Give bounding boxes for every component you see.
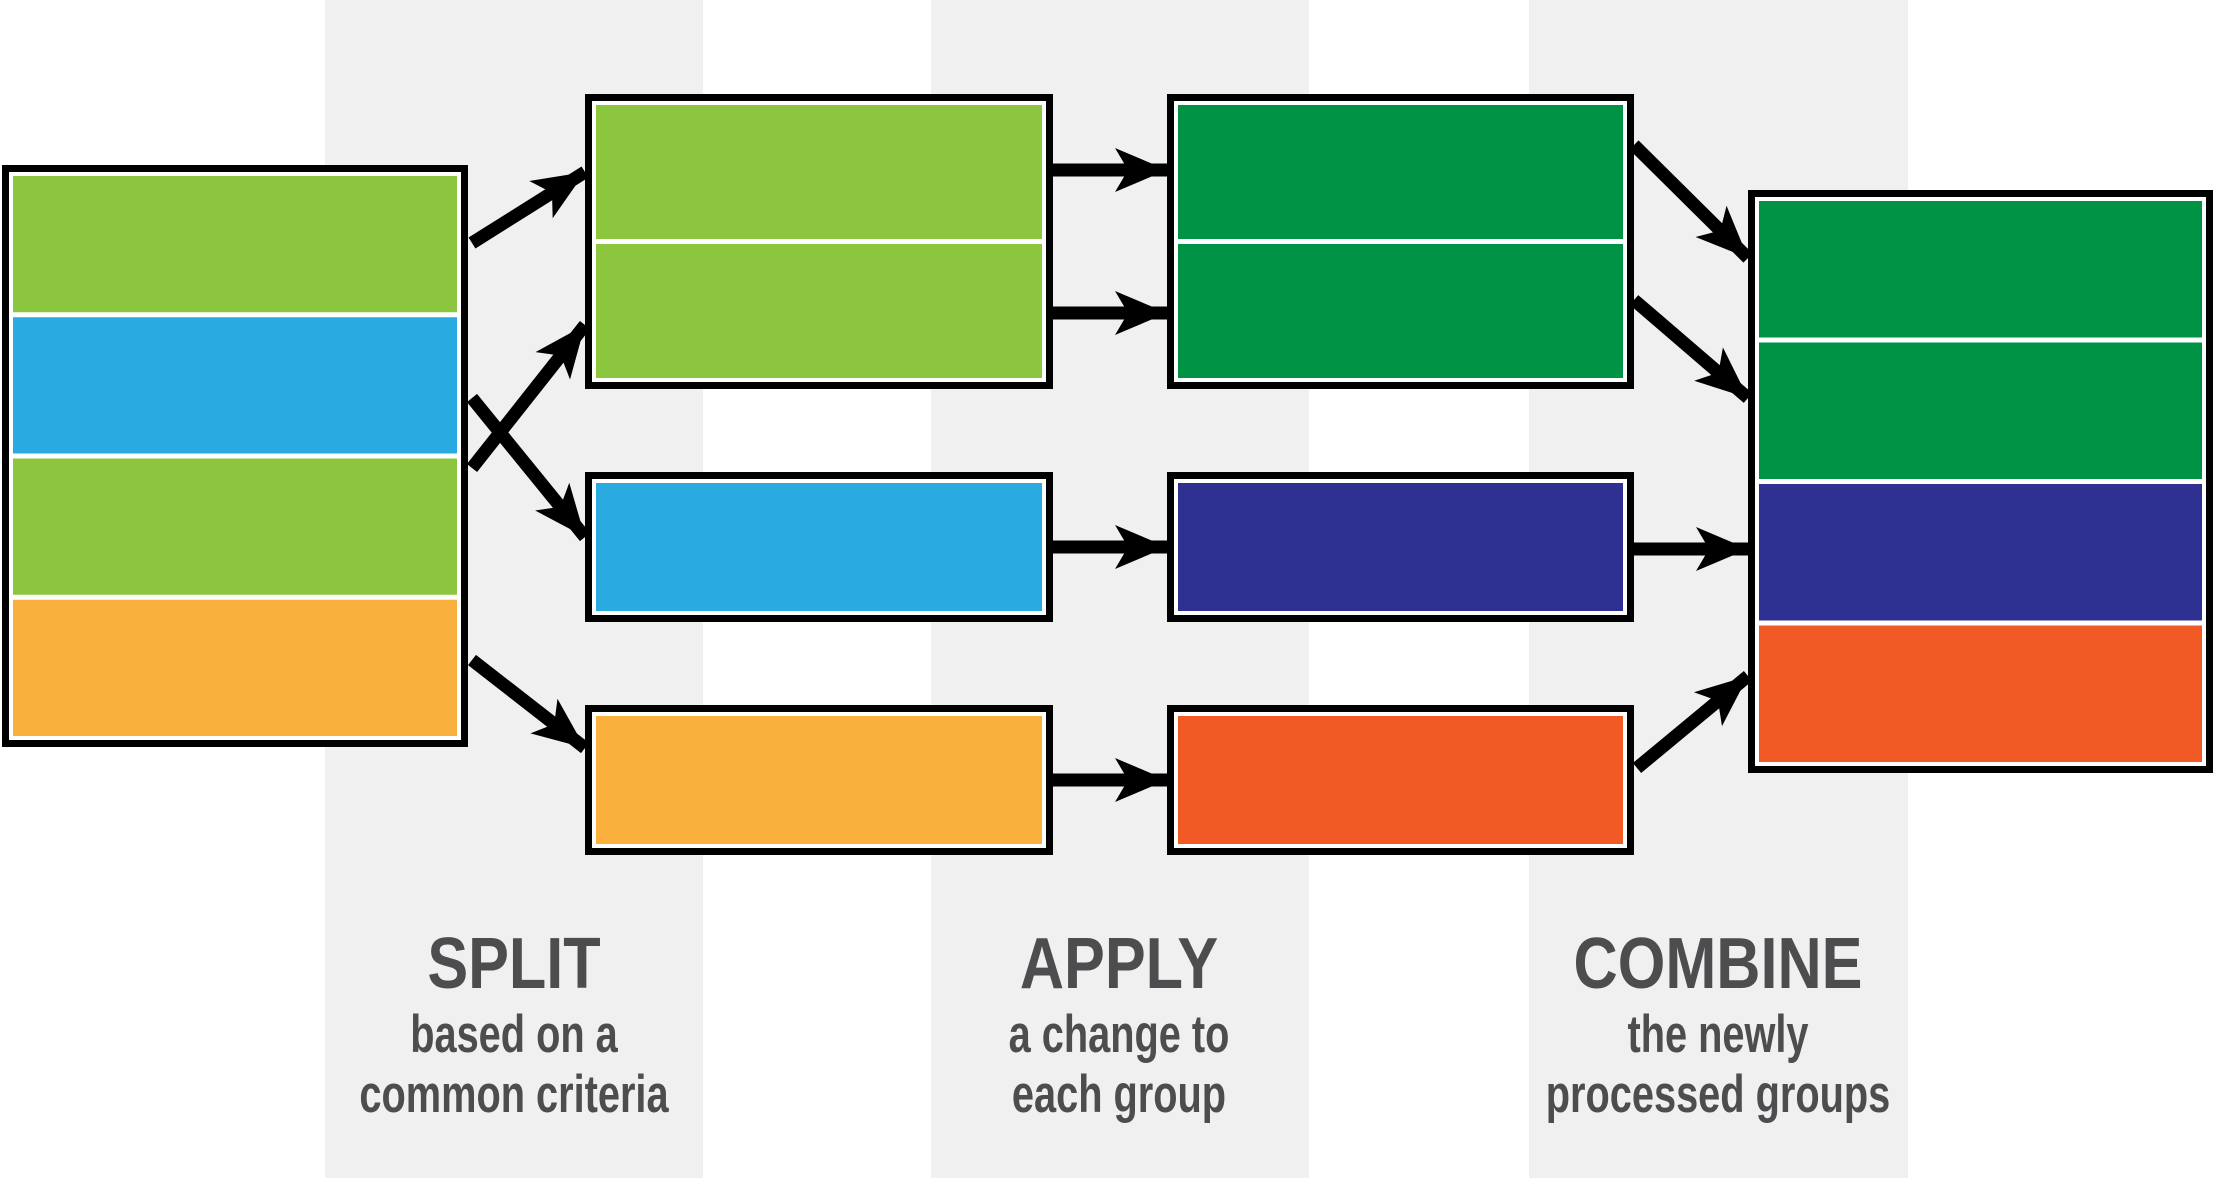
split-group-blue-row-1-blue: [596, 483, 1042, 611]
apply-group-orange-row-1-red: [1178, 716, 1623, 844]
source-table-row-1-green: [13, 176, 457, 313]
combined-table-row-1-dark_green: [1759, 201, 2202, 338]
step-title-apply: APPLY: [1020, 924, 1218, 1004]
combined-table-row-4-red: [1759, 625, 2202, 762]
data-group-boxes: [2, 94, 2213, 855]
step-label-split: SPLIT based on a common criteria: [359, 924, 669, 1123]
source-table: [2, 165, 468, 747]
flow-arrow-source-row-1-green-to-split-green-row-1: [468, 166, 589, 249]
split-group-blue: [585, 472, 1053, 622]
source-table-row-3-green: [13, 458, 457, 595]
step-labels: SPLIT based on a common criteria APPLY a…: [359, 924, 1890, 1123]
apply-group-blue-row-1-navy: [1178, 483, 1623, 611]
step-subtitle-apply-line-1: a change to: [1009, 1004, 1230, 1063]
apply-group-orange: [1167, 705, 1634, 855]
split-group-green: [585, 94, 1053, 389]
apply-group-blue: [1167, 472, 1634, 622]
source-table-row-2-blue: [13, 317, 457, 454]
flow-arrow-source-row-3-green-to-split-green-row-2: [466, 320, 591, 473]
step-subtitle-split-line-2: common criteria: [359, 1064, 669, 1123]
flow-arrow-source-row-4-orange-to-split-orange: [468, 654, 589, 754]
step-subtitle-apply-line-2: each group: [1012, 1064, 1226, 1123]
step-title-split: SPLIT: [427, 924, 601, 1004]
combined-table: [1748, 190, 2213, 773]
split-group-green-row-1-green: [596, 105, 1042, 239]
apply-group-green: [1167, 94, 1634, 389]
flow-arrow-apply-green-row-1-to-combined-row-1: [1629, 140, 1753, 263]
step-subtitle-combine-line-1: the newly: [1627, 1004, 1808, 1063]
step-subtitle-split-line-1: based on a: [410, 1004, 618, 1063]
apply-group-green-row-1-dark_green: [1178, 105, 1623, 239]
flow-arrow-apply-green-row-2-to-combined-row-2: [1629, 295, 1753, 403]
step-label-combine: COMBINE the newly processed groups: [1546, 924, 1890, 1123]
step-label-apply: APPLY a change to each group: [1009, 924, 1230, 1123]
flow-arrow-apply-orange-to-combined-row-4: [1632, 670, 1753, 774]
combined-table-row-3-navy: [1759, 484, 2202, 621]
step-subtitle-combine-line-2: processed groups: [1546, 1064, 1890, 1123]
split-group-orange: [585, 705, 1053, 855]
flow-arrows: [466, 140, 1753, 802]
split-group-green-row-2-green: [596, 244, 1042, 378]
flow-arrow-source-row-2-blue-to-split-blue: [466, 393, 591, 542]
combined-table-row-2-dark_green: [1759, 342, 2202, 479]
step-title-combine: COMBINE: [1574, 924, 1863, 1004]
source-table-row-4-orange: [13, 599, 457, 736]
apply-group-green-row-2-dark_green: [1178, 244, 1623, 378]
split-group-orange-row-1-orange: [596, 716, 1042, 844]
